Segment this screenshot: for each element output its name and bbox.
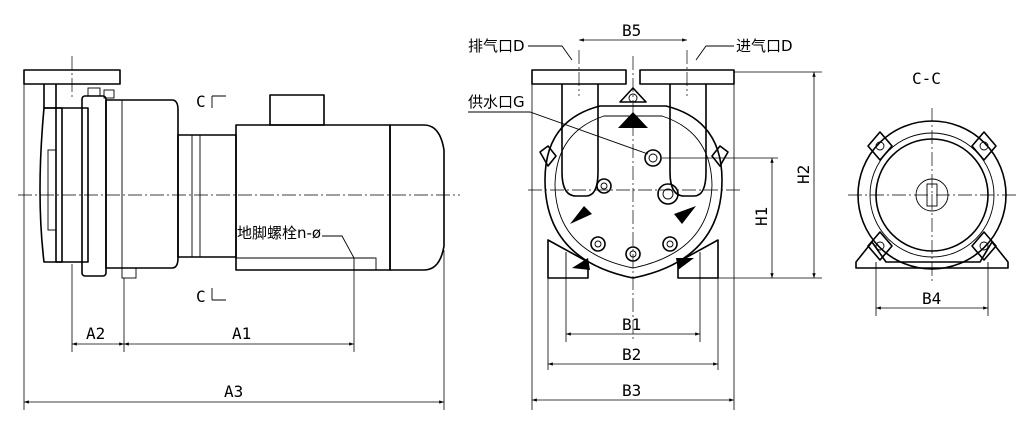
section-c-bottom-label: C [196,287,206,306]
section-cc-title: C-C [912,69,941,88]
front-view: 排气口D 进气口D 供水口G B5 H1 H2 B1 B2 B3 [468,21,822,410]
foot-bolt-label: 地脚螺栓n-ø [237,224,321,242]
dim-h2-label: H2 [794,165,813,184]
dim-b4-label: B4 [922,289,941,308]
exhaust-port-label: 排气口D [468,37,525,55]
intake-port-label: 进气口D [736,37,793,55]
dim-b5-label: B5 [622,21,641,40]
side-view: C C 地脚螺栓n-ø A2 A1 A3 [18,56,460,410]
dim-a1-label: A1 [232,324,251,343]
water-supply-label: 供水口G [468,93,525,111]
section-view: C-C B4 [848,69,1016,316]
section-c-top-label: C [196,92,206,111]
dim-h1-label: H1 [752,207,771,226]
dim-b2-label: B2 [622,345,641,364]
dim-b3-label: B3 [622,381,641,400]
dim-a2-label: A2 [86,324,105,343]
dim-b1-label: B1 [622,315,641,334]
dim-a3-label: A3 [224,382,243,401]
